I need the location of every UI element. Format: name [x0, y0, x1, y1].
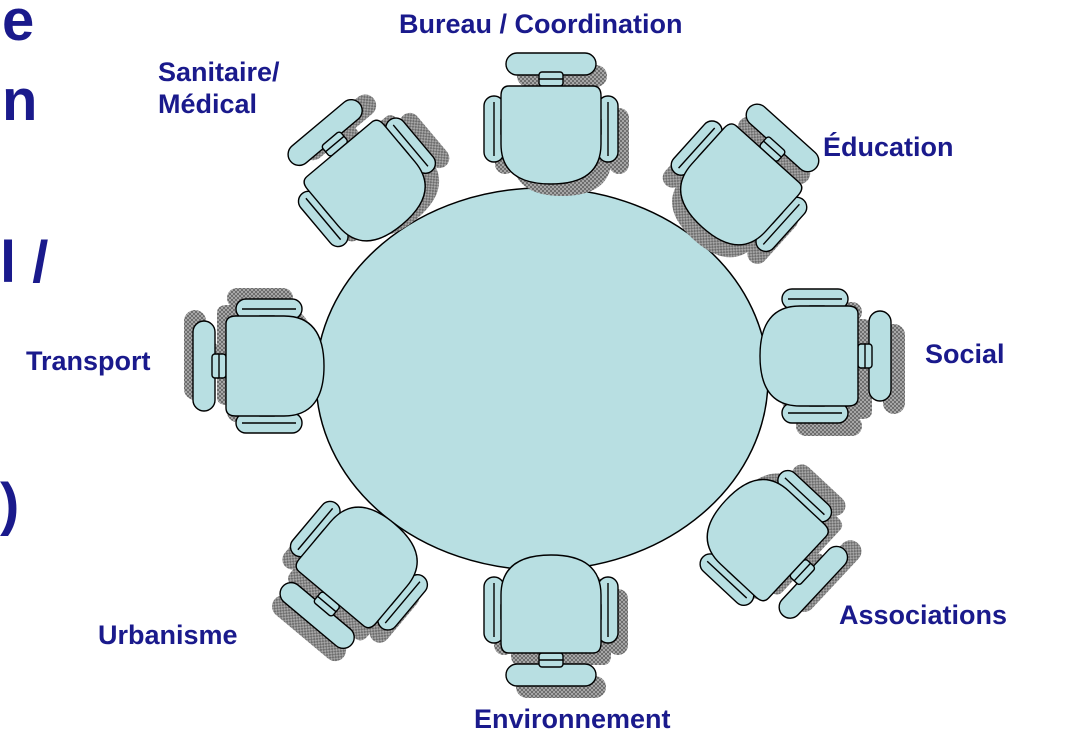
title-fragment-1: e [2, 0, 35, 53]
label-social: Social [925, 339, 1005, 369]
title-fragment-2: n [2, 68, 38, 133]
title-fragment-3: l / [0, 230, 49, 295]
label-bureau: Bureau / Coordination [399, 9, 683, 39]
label-transport: Transport [26, 346, 151, 376]
label-sanitaire-line-2: Médical [158, 89, 258, 119]
chair-bureau [483, 52, 629, 196]
title-fragment-4: ) [0, 472, 20, 537]
chair-transport [184, 288, 325, 434]
office-chair-icon [483, 554, 628, 698]
label-sanitaire-line-1: Sanitaire/ [158, 57, 280, 87]
round-table [315, 187, 769, 571]
office-chair-icon [759, 288, 905, 436]
label-associations: Associations [839, 600, 1008, 630]
office-chair-icon [483, 52, 629, 196]
label-sanitaire: Sanitaire/ Médical [158, 56, 280, 120]
chair-environnement [483, 554, 628, 698]
label-education: Éducation [823, 132, 954, 162]
office-chair-icon [184, 288, 325, 434]
label-environnement: Environnement [474, 704, 671, 734]
chair-social [759, 288, 905, 436]
label-urbanisme: Urbanisme [98, 620, 238, 650]
